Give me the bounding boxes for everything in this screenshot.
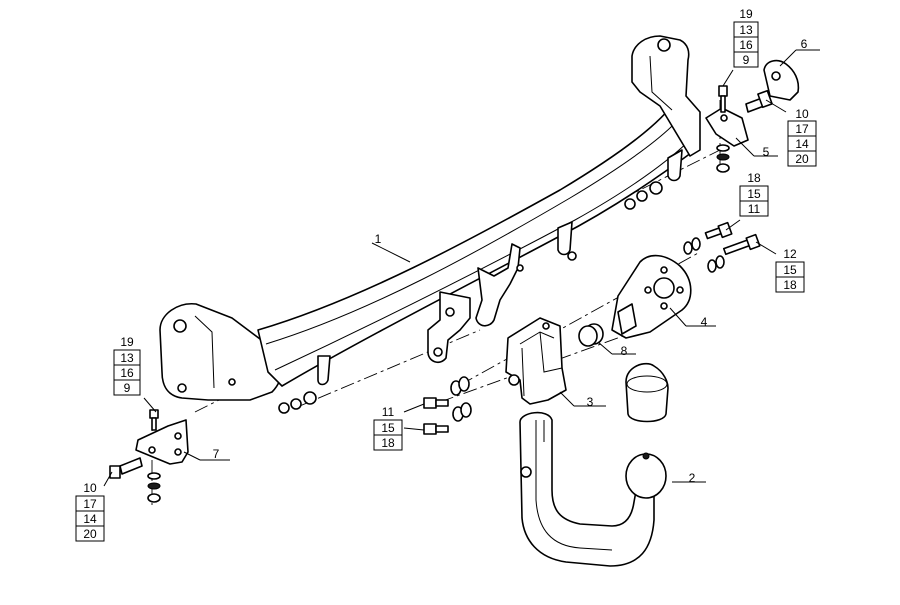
fasteners: [109, 85, 773, 503]
stack-item: 9: [124, 381, 131, 395]
callout-1: 1: [375, 232, 382, 246]
stack-item: 15: [783, 263, 797, 277]
beam-bracket: [475, 243, 521, 327]
callout-stack-right-middle: 18 15 11: [739, 171, 769, 217]
callout-3: 3: [587, 395, 594, 409]
beam-bracket: [667, 149, 683, 182]
top-right-bracket: [763, 59, 800, 101]
beam-bracket: [557, 221, 573, 256]
beam-body: [257, 107, 696, 387]
callout-stack-left-upper: 19 13 16 9: [113, 335, 141, 396]
callout-stack-left-lower: 10 17 14 20: [75, 481, 105, 542]
mounting-bracket-5: [705, 107, 749, 147]
stack-item: 18: [783, 278, 797, 292]
callout-5: 5: [763, 145, 770, 159]
stack-item: 14: [83, 512, 97, 526]
beam-bracket: [427, 291, 471, 364]
callout-stack-right-upper: 10 17 14 20: [787, 107, 817, 167]
stack-item: 13: [120, 351, 134, 365]
callout-stack-right-lower: 12 15 18: [775, 247, 805, 293]
callout-7: 7: [213, 447, 220, 461]
stack-item: 20: [83, 527, 97, 541]
stack-item: 17: [83, 497, 97, 511]
tow-ball-arm: [519, 411, 667, 567]
leader-lines: [103, 49, 820, 487]
callout-2: 2: [689, 471, 696, 485]
stack-item: 20: [795, 152, 809, 166]
bracket-hole: [433, 347, 443, 357]
beam-nuts: [278, 181, 663, 414]
stack-item: 18: [381, 436, 395, 450]
cross-beam: [159, 35, 701, 414]
right-mounting-plate: [631, 35, 701, 157]
stack-item: 12: [783, 247, 797, 261]
stack-item: 10: [83, 481, 97, 495]
stack-item: 19: [120, 335, 134, 349]
stack-item: 16: [120, 366, 134, 380]
stack-item: 17: [795, 122, 809, 136]
ball-cap: [625, 362, 669, 423]
left-plate-bolt-hole: [177, 383, 187, 393]
callout-stack-center: 11 15 18: [373, 405, 403, 451]
stack-item: 14: [795, 137, 809, 151]
stack-item: 9: [743, 53, 750, 67]
callout-numbers: 1 2 3 4 5 6 7 8: [213, 37, 808, 485]
stack-item: 19: [739, 7, 753, 21]
callout-4: 4: [701, 315, 708, 329]
stack-item: 18: [747, 171, 761, 185]
callout-6: 6: [801, 37, 808, 51]
stack-item: 15: [381, 421, 395, 435]
stack-item: 10: [795, 107, 809, 121]
callout-stack-top-right: 19 13 16 9: [733, 7, 759, 68]
left-plate-bolt-hole: [228, 378, 236, 386]
mounting-bracket-7: [135, 419, 189, 465]
beam-bracket: [317, 355, 331, 386]
coupling-flange: [611, 254, 692, 339]
stack-item: 13: [739, 23, 753, 37]
receiver-socket: [505, 317, 567, 405]
stack-item: 16: [739, 38, 753, 52]
stack-item: 15: [747, 187, 761, 201]
callout-8: 8: [621, 344, 628, 358]
left-plate-bolt-hole: [173, 319, 187, 333]
stack-item: 11: [748, 202, 761, 216]
spacer-sleeve: [578, 323, 604, 347]
stack-item: 11: [382, 405, 395, 419]
right-plate-bolt-hole: [657, 38, 671, 52]
